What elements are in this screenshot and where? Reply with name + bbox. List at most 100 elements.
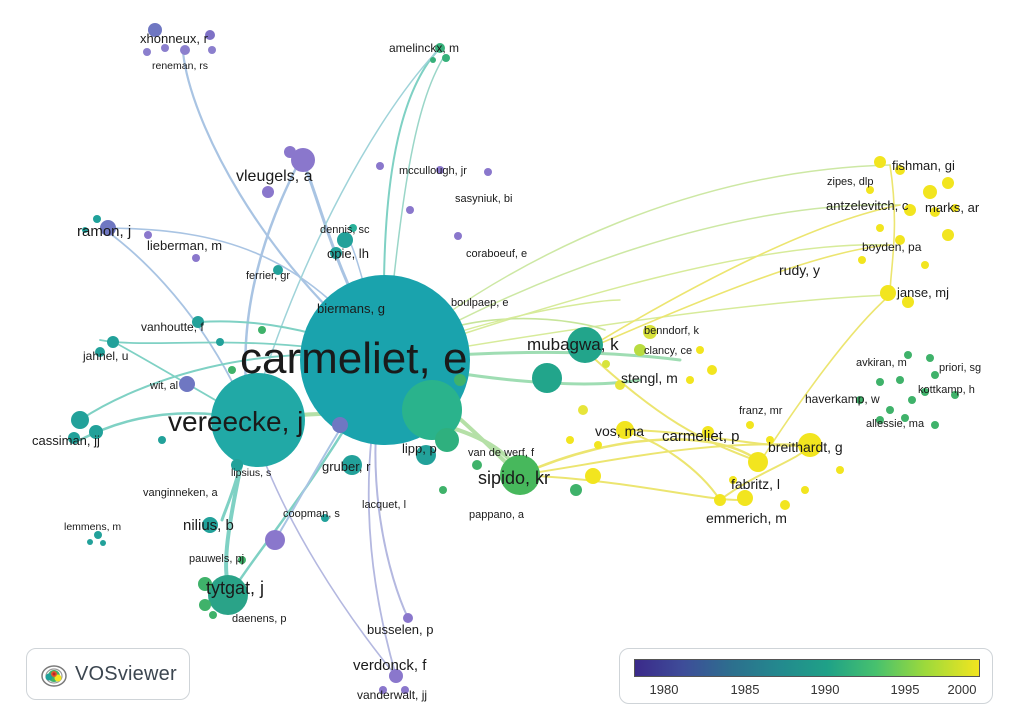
network-node[interactable] [107, 336, 119, 348]
network-node[interactable] [901, 414, 909, 422]
network-node[interactable] [342, 455, 362, 475]
network-node[interactable] [454, 232, 462, 240]
network-node[interactable] [904, 351, 912, 359]
node-label[interactable]: biermans, g [317, 301, 385, 316]
network-node[interactable] [291, 148, 315, 172]
network-node[interactable] [68, 432, 80, 444]
network-node[interactable] [876, 224, 884, 232]
network-node[interactable] [931, 371, 939, 379]
node-label[interactable]: ramon, j [77, 223, 131, 240]
network-node[interactable] [886, 406, 894, 414]
network-node[interactable] [94, 531, 102, 539]
node-label[interactable]: carmeliet, e [240, 334, 467, 383]
network-node[interactable] [880, 285, 896, 301]
network-node[interactable] [500, 455, 540, 495]
network-node[interactable] [192, 316, 204, 328]
node-label[interactable]: van de werf, f [468, 447, 535, 459]
node-label[interactable]: janse, mj [896, 285, 949, 300]
network-node[interactable] [430, 57, 436, 63]
network-node[interactable] [908, 396, 916, 404]
node-label[interactable]: stengl, m [621, 370, 678, 386]
node-label[interactable]: priori, sg [939, 362, 981, 374]
node-label[interactable]: opie, lh [327, 246, 369, 261]
node-label[interactable]: coraboeuf, e [466, 248, 527, 260]
node-label[interactable]: sasyniuk, bi [455, 193, 512, 205]
network-node[interactable] [89, 425, 103, 439]
network-node[interactable] [780, 500, 790, 510]
network-node[interactable] [874, 156, 886, 168]
node-label[interactable]: rudy, y [779, 262, 820, 278]
node-label[interactable]: vanginneken, a [143, 487, 218, 499]
network-node[interactable] [439, 486, 447, 494]
network-node[interactable] [904, 204, 916, 216]
network-node[interactable] [737, 490, 753, 506]
network-node[interactable] [265, 530, 285, 550]
network-node[interactable] [566, 436, 574, 444]
network-node[interactable] [798, 433, 822, 457]
node-label[interactable]: vanderwalt, jj [357, 688, 427, 702]
node-label[interactable]: nilius, b [183, 517, 234, 534]
network-node[interactable] [634, 344, 646, 356]
network-node[interactable] [228, 366, 236, 374]
node-label[interactable]: vleugels, a [236, 168, 313, 185]
network-node[interactable] [570, 484, 582, 496]
node-label[interactable]: clancy, ce [644, 345, 692, 357]
network-node[interactable] [729, 476, 737, 484]
network-node[interactable] [349, 224, 357, 232]
network-node[interactable] [332, 417, 348, 433]
node-label[interactable]: allessie, ma [866, 418, 925, 430]
network-node[interactable] [876, 378, 884, 386]
node-label[interactable]: lipp, p [402, 441, 437, 456]
network-node[interactable] [567, 327, 603, 363]
network-node[interactable] [748, 452, 768, 472]
network-node[interactable] [856, 396, 864, 404]
network-node[interactable] [895, 235, 905, 245]
network-node[interactable] [896, 376, 904, 384]
node-label[interactable]: benndorf, k [644, 325, 700, 337]
network-node[interactable] [454, 374, 466, 386]
network-node[interactable] [714, 494, 726, 506]
node-label[interactable]: pauwels, pj [189, 553, 244, 565]
network-node[interactable] [401, 686, 409, 694]
network-node[interactable] [389, 669, 403, 683]
network-node[interactable] [95, 347, 105, 357]
network-node[interactable] [337, 232, 353, 248]
network-node[interactable] [858, 256, 866, 264]
node-label[interactable]: busselen, p [367, 622, 434, 637]
node-label[interactable]: verdonck, f [353, 657, 427, 674]
network-node[interactable] [686, 376, 694, 384]
node-label[interactable]: lemmens, m [64, 521, 121, 533]
network-node[interactable] [602, 360, 610, 368]
node-label[interactable]: franz, mr [739, 405, 783, 417]
node-label[interactable]: mubagwa, k [527, 335, 619, 354]
network-node[interactable] [71, 411, 89, 429]
network-node[interactable] [100, 220, 116, 236]
node-label[interactable]: xhonneux, r [140, 31, 209, 46]
network-node[interactable] [472, 460, 482, 470]
node-label[interactable]: vos, ma [595, 423, 644, 439]
node-label[interactable]: pappano, a [469, 509, 525, 521]
node-label[interactable]: daenens, p [232, 613, 286, 625]
network-node[interactable] [902, 296, 914, 308]
node-label[interactable]: antzelevitch, c [826, 198, 909, 213]
network-node[interactable] [148, 23, 162, 37]
node-label[interactable]: tytgat, j [206, 578, 264, 598]
network-node[interactable] [578, 405, 588, 415]
node-label[interactable]: avkiran, m [856, 357, 907, 369]
node-label[interactable]: carmeliet, p [662, 428, 740, 445]
network-node[interactable] [921, 261, 929, 269]
node-label[interactable]: lipsius, s [231, 467, 271, 479]
network-node[interactable] [179, 376, 195, 392]
network-node[interactable] [379, 686, 387, 694]
network-node[interactable] [208, 575, 248, 615]
network-node[interactable] [921, 388, 929, 396]
network-node[interactable] [321, 514, 329, 522]
network-node[interactable] [926, 354, 934, 362]
network-node[interactable] [209, 611, 217, 619]
node-label[interactable]: vanhoutte, f [141, 320, 204, 334]
node-label[interactable]: kottkamp, h [918, 384, 975, 396]
network-node[interactable] [205, 30, 215, 40]
network-node[interactable] [702, 426, 714, 438]
network-node[interactable] [262, 186, 274, 198]
network-node[interactable] [442, 54, 450, 62]
